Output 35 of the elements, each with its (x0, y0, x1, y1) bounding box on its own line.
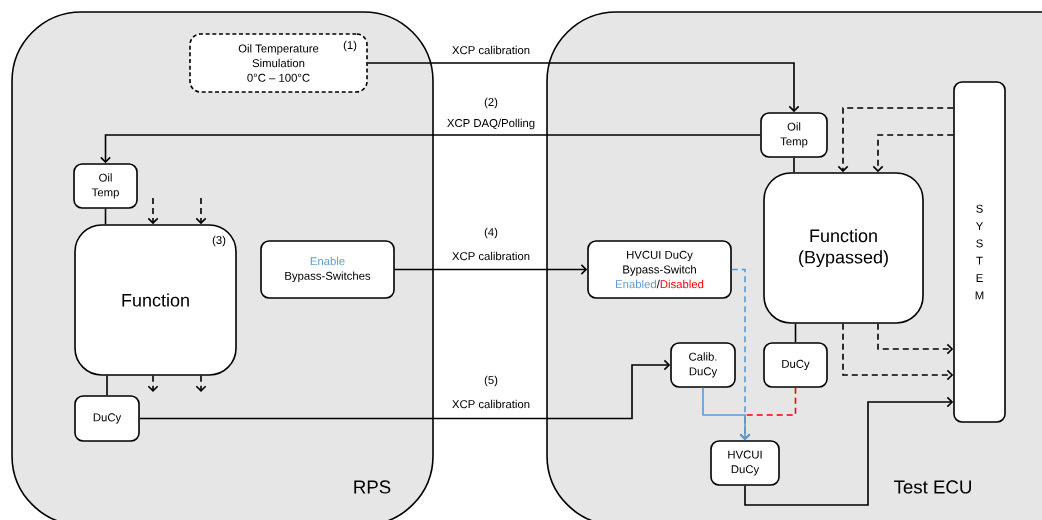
arrow (367, 62, 800, 113)
callout-number: (3) (212, 235, 226, 247)
arrow (195, 197, 207, 225)
process-box: Oil Temp (73, 163, 138, 209)
callout-number: (1) (343, 40, 357, 52)
callout-number: (5) (484, 375, 498, 387)
arrow (872, 134, 954, 173)
edge-label: XCP calibration (450, 398, 532, 410)
arrow (195, 375, 207, 392)
edge-label: XCP calibration (450, 44, 532, 56)
process-box: Enable Bypass-Switches (260, 240, 395, 299)
arrow (731, 268, 751, 441)
arrow (842, 323, 954, 381)
process-box: DuCy (763, 342, 828, 388)
edge-label: XCP calibration (450, 250, 532, 262)
callout-number: (2) (484, 97, 498, 109)
process-box: HVCUI DuCy (710, 440, 780, 486)
arrow (744, 396, 954, 506)
process-box: DuCy (74, 395, 140, 442)
process-box: S Y S T E M (953, 81, 1006, 423)
process-box: Oil Temperature Simulation 0°C – 100°C (1) (189, 33, 368, 93)
arrow (394, 264, 588, 275)
process-box: Calib. DuCy (670, 342, 736, 388)
arrow (100, 134, 761, 164)
edge-label: XCP DAQ/Polling (445, 117, 537, 131)
arrow (139, 359, 671, 420)
process-box: HVCUI DuCy Bypass-Switch Enabled/Disabled (587, 240, 732, 299)
callout-number: (4) (484, 227, 498, 239)
process-box: Oil Temp (760, 112, 828, 158)
function-box: Function (Bypassed) (763, 172, 924, 324)
function-box: Function (3) (74, 224, 237, 376)
arrow (147, 375, 159, 392)
arrow (837, 107, 954, 173)
arrow (877, 323, 954, 355)
arrow (147, 197, 159, 225)
